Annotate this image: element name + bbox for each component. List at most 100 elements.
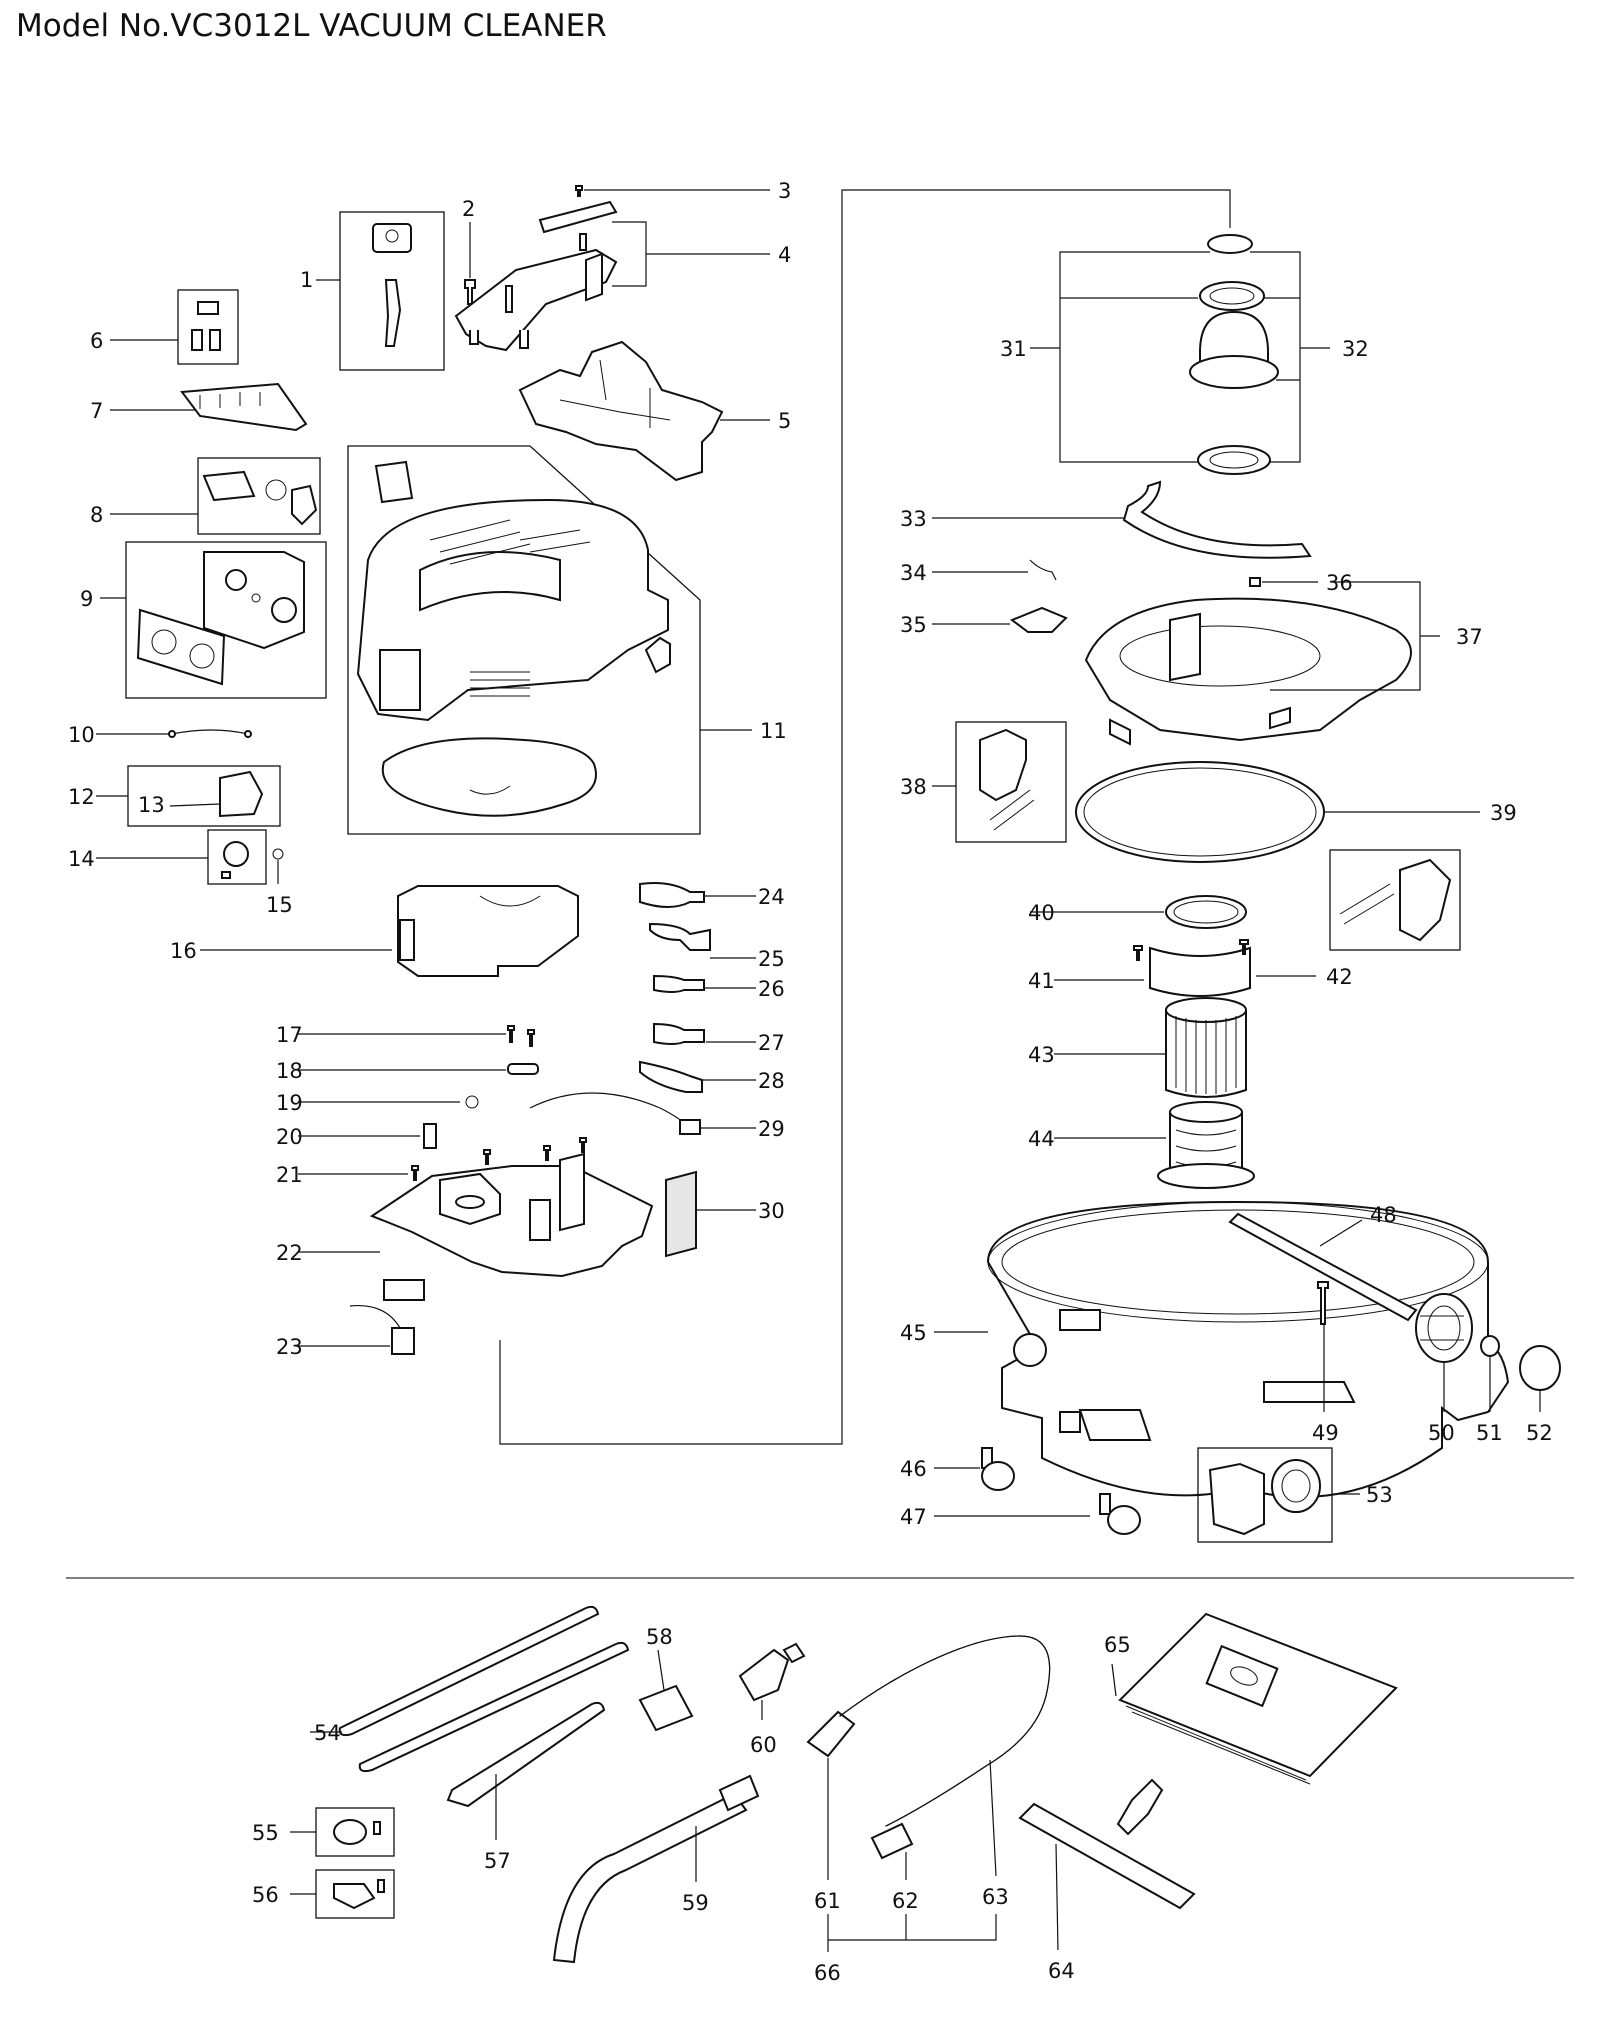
callout-35: 35 (900, 613, 927, 637)
parts-36-37-filter-housing: 36 37 (1084, 571, 1483, 746)
part-59-bend-pipe: 59 (552, 1774, 760, 1964)
assembly-bracket (499, 189, 1231, 1445)
callout-36: 36 (1326, 571, 1353, 595)
part-48-handle-rod: 48 (1228, 1203, 1418, 1322)
callout-39: 39 (1490, 801, 1517, 825)
part-6-carbon-brush: 6 (90, 289, 239, 365)
part-10-lead-wire: 10 (68, 723, 252, 747)
part-1-switch-cover: 1 (300, 211, 445, 371)
part-57-crevice-nozzle: 57 (446, 1701, 606, 1873)
callout-1: 1 (300, 268, 313, 292)
callout-58: 58 (646, 1625, 673, 1649)
callout-46: 46 (900, 1457, 927, 1481)
part-4-handle-bracket: 4 (454, 200, 791, 352)
callout-40: 40 (1028, 901, 1055, 925)
callout-43: 43 (1028, 1043, 1055, 1067)
part-43-cartridge-filter: 43 (1028, 997, 1247, 1098)
callout-7: 7 (90, 399, 103, 423)
callout-10: 10 (68, 723, 95, 747)
callout-17: 17 (276, 1023, 303, 1047)
callout-41: 41 (1028, 969, 1055, 993)
callout-60: 60 (750, 1733, 777, 1757)
callout-52: 52 (1526, 1421, 1553, 1445)
part-30-label-plate: 30 (665, 1170, 785, 1258)
part-54-extension-tubes: 54 (310, 1605, 630, 1773)
callout-11: 11 (760, 719, 787, 743)
part-34-wire: 34 (900, 559, 1057, 585)
callout-15: 15 (266, 893, 293, 917)
part-51-washer: 51 (1476, 1335, 1503, 1445)
callout-34: 34 (900, 561, 927, 585)
callout-31: 31 (1000, 337, 1027, 361)
callout-54: 54 (314, 1721, 341, 1745)
callout-23: 23 (276, 1335, 303, 1359)
callout-2: 2 (462, 197, 475, 221)
callout-12: 12 (68, 785, 95, 809)
callout-20: 20 (276, 1125, 303, 1149)
part-49-screw: 49 (1312, 1281, 1339, 1445)
part-35-clip: 35 (900, 606, 1068, 637)
parts-31-32-motor-unit: 31 32 (1000, 234, 1369, 475)
callout-45: 45 (900, 1321, 927, 1345)
callout-25: 25 (758, 947, 785, 971)
callout-59: 59 (682, 1891, 709, 1915)
part-45-tank: 45 (900, 1200, 1510, 1498)
callout-33: 33 (900, 507, 927, 531)
part-65-dust-bag: 65 (1104, 1612, 1398, 1785)
callout-57: 57 (484, 1849, 511, 1873)
part-60-hose-adapter: 60 (738, 1642, 806, 1757)
callout-62: 62 (892, 1889, 919, 1913)
part-38-latch: 38 (900, 721, 1067, 843)
callout-13: 13 (138, 793, 165, 817)
part-14-15-knob: 14 15 (68, 829, 293, 917)
part-53-inlet-cover: 53 (1197, 1447, 1393, 1543)
parts-46-47-casters: 46 47 (900, 1447, 1141, 1535)
part-44-filter-cage: 44 (1028, 1101, 1255, 1189)
callout-48: 48 (1370, 1203, 1397, 1227)
part-50-wheel: 50 (1415, 1293, 1473, 1445)
part-33-seal-strip: 33 (900, 480, 1312, 559)
callout-5: 5 (778, 409, 791, 433)
callout-50: 50 (1428, 1421, 1455, 1445)
callout-21: 21 (276, 1163, 303, 1187)
parts-17-23-motor-base: 17 18 19 20 21 22 23 (276, 1023, 654, 1359)
callout-30: 30 (758, 1199, 785, 1223)
callout-47: 47 (900, 1505, 927, 1529)
part-8-switch-assembly: 8 (90, 457, 321, 535)
callout-38: 38 (900, 775, 927, 799)
callout-65: 65 (1104, 1633, 1131, 1657)
callout-9: 9 (80, 587, 93, 611)
callout-56: 56 (252, 1883, 279, 1907)
callout-32: 32 (1342, 337, 1369, 361)
callout-44: 44 (1028, 1127, 1055, 1151)
callout-63: 63 (982, 1885, 1009, 1909)
part-16-cord-holder: 16 (170, 885, 579, 977)
part-39-gasket-ring: 39 (1075, 761, 1517, 863)
callout-49: 49 (1312, 1421, 1339, 1445)
callout-37: 37 (1456, 625, 1483, 649)
part-64-floor-nozzle: 64 (1018, 1778, 1196, 1983)
callout-4: 4 (778, 243, 791, 267)
callout-8: 8 (90, 503, 103, 527)
callout-22: 22 (276, 1241, 303, 1265)
part-5-top-cover: 5 (518, 340, 791, 482)
part-3-screw: 3 (575, 179, 791, 203)
callout-51: 51 (1476, 1421, 1503, 1445)
model-title: Model No.VC3012L VACUUM CLEANER (16, 8, 607, 44)
callout-53: 53 (1366, 1483, 1393, 1507)
callout-26: 26 (758, 977, 785, 1001)
parts-24-29-power-cords: 24 25 26 27 28 29 (529, 882, 785, 1141)
callout-28: 28 (758, 1069, 785, 1093)
callout-24: 24 (758, 885, 785, 909)
part-52-cap: 52 (1519, 1345, 1561, 1445)
callout-16: 16 (170, 939, 197, 963)
parts-61-63-hose-set: 61 62 63 66 (806, 1635, 1051, 1985)
callout-27: 27 (758, 1031, 785, 1055)
callout-3: 3 (778, 179, 791, 203)
part-7-circuit-board: 7 (90, 382, 308, 432)
callout-6: 6 (90, 329, 103, 353)
callout-42: 42 (1326, 965, 1353, 989)
part-58-adapter-sleeve: 58 (638, 1625, 694, 1732)
part-2-screw: 2 (462, 197, 476, 305)
